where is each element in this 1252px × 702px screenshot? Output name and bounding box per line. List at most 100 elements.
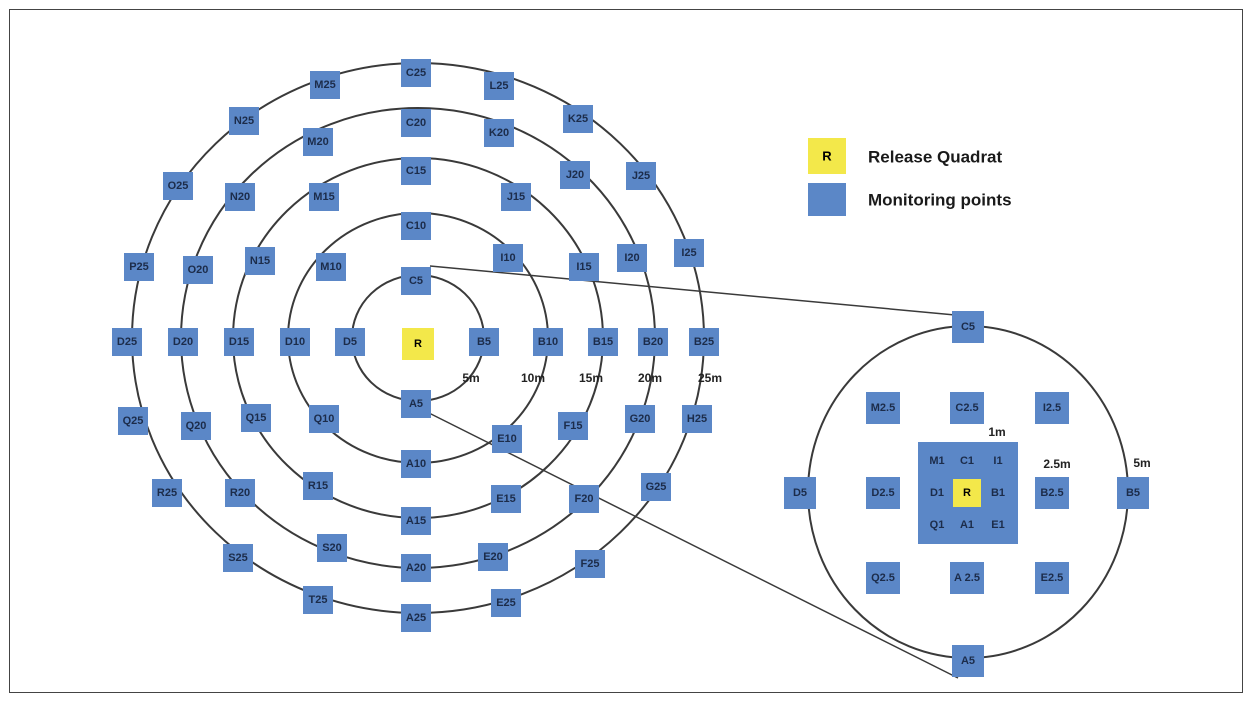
monitoring-point-box [316,253,346,281]
detail-release-quadrat-r: R [953,479,981,507]
detail-point-b2-5: B2.5 [1035,477,1069,509]
monitoring-point-box [401,450,431,478]
point-n20: N20 [225,183,255,211]
monitoring-point-label: K20 [489,127,509,139]
monitoring-point-box [950,562,984,594]
point-e10: E10 [492,425,522,453]
monitoring-point-label: H25 [687,413,707,425]
monitoring-point-label: M25 [314,79,335,91]
monitoring-point-box [124,253,154,281]
monitoring-point-box [682,405,712,433]
monitoring-point-label: K25 [568,113,588,125]
monitoring-point-label: I10 [500,252,515,264]
monitoring-point-label: B15 [593,336,613,348]
monitoring-point-box [245,247,275,275]
point-d5: D5 [335,328,365,356]
legend: R Release Quadrat Monitoring points [808,138,1012,216]
point-f20: F20 [569,485,599,513]
monitoring-point-label: D15 [229,336,249,348]
main-distance-labels: 5m 10m 15m 20m 25m [462,371,722,385]
detail-inner-point-b1: B1 [991,487,1005,499]
release-quadrat-box [953,479,981,507]
distance-label-10m: 10m [521,371,545,385]
monitoring-point-label: B25 [694,336,714,348]
point-g25: G25 [641,473,671,501]
monitoring-point-label: J20 [566,169,584,181]
zoom-line-top [429,265,956,316]
detail-inner-point-m1: M1 [929,455,944,467]
point-c25: C25 [401,59,431,87]
point-d15: D15 [224,328,254,356]
monitoring-point-box [181,412,211,440]
point-e15: E15 [491,485,521,513]
point-j20: J20 [560,161,590,189]
point-o25: O25 [163,172,193,200]
monitoring-point-box [401,59,431,87]
legend-release-label: Release Quadrat [868,148,1003,167]
detail-distance-label-5m: 5m [1133,456,1150,470]
monitoring-point-label: I20 [624,252,639,264]
detail-inner-point-a1: A1 [960,519,974,531]
monitoring-point-box [952,645,984,677]
detail-point-i2-5: I2.5 [1035,392,1069,424]
point-c5: C5 [401,267,431,295]
monitoring-point-label: A20 [406,562,426,574]
monitoring-point-box [112,328,142,356]
monitoring-point-label: C2.5 [955,402,978,414]
detail-inner-point-q1: Q1 [930,519,945,531]
monitoring-point-box [638,328,668,356]
point-b25: B25 [689,328,719,356]
monitoring-point-label: Q20 [186,420,207,432]
distance-label-20m: 20m [638,371,662,385]
monitoring-point-box [229,107,259,135]
monitoring-point-label: I15 [576,261,591,273]
monitoring-point-box [493,244,523,272]
detail-point-c5: C5 [952,311,984,343]
monitoring-point-label: E25 [496,597,516,609]
point-a25: A25 [401,604,431,632]
monitoring-point-box [1117,477,1149,509]
monitoring-point-box [626,162,656,190]
monitoring-point-label: R20 [230,487,250,499]
monitoring-point-box [401,604,431,632]
point-d10: D10 [280,328,310,356]
monitoring-point-label: E2.5 [1041,572,1064,584]
monitoring-point-box [501,183,531,211]
detail-inner-point-e1: E1 [991,519,1004,531]
monitoring-point-label: R15 [308,480,328,492]
monitoring-point-box [689,328,719,356]
point-c20: C20 [401,109,431,137]
point-r15: R15 [303,472,333,500]
point-i10: I10 [493,244,523,272]
monitoring-point-label: T25 [309,594,328,606]
point-b10: B10 [533,328,563,356]
monitoring-point-box [617,244,647,272]
monitoring-point-box [309,183,339,211]
monitoring-point-box [241,404,271,432]
monitoring-point-label: O25 [168,180,189,192]
monitoring-point-label: S25 [228,552,248,564]
monitoring-point-label: G20 [630,413,651,425]
monitoring-point-label: S20 [322,542,342,554]
monitoring-point-label: F15 [564,420,583,432]
monitoring-point-label: E20 [483,551,503,563]
point-i15: I15 [569,253,599,281]
point-i20: I20 [617,244,647,272]
monitoring-point-box [641,473,671,501]
monitoring-point-label: N15 [250,255,270,267]
monitoring-point-box [492,425,522,453]
monitoring-point-label: B2.5 [1040,487,1063,499]
detail-inner-point-i1: I1 [993,455,1002,467]
monitoring-point-box [401,507,431,535]
point-p25: P25 [124,253,154,281]
point-i25: I25 [674,239,704,267]
monitoring-point-box [469,328,499,356]
monitoring-point-label: M20 [307,136,328,148]
monitoring-point-label: C10 [406,220,426,232]
monitoring-point-box [317,534,347,562]
monitoring-point-label: C15 [406,165,426,177]
monitoring-point-label: B10 [538,336,558,348]
detail-point-d5: D5 [784,477,816,509]
point-d25: D25 [112,328,142,356]
